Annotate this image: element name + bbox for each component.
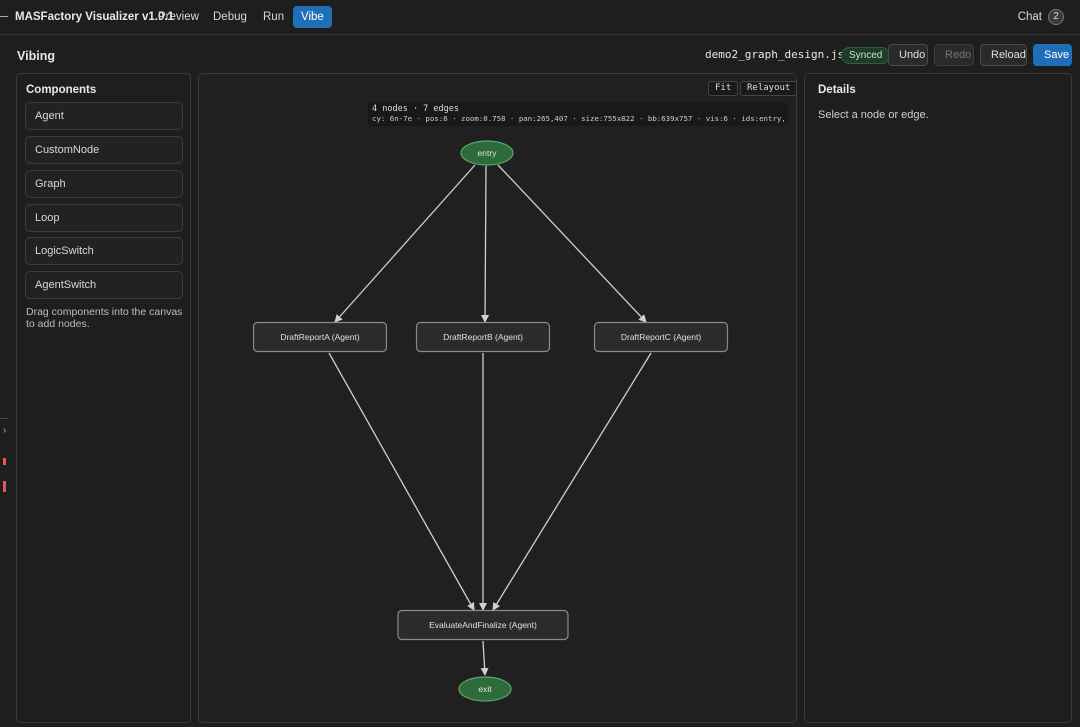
component-loop[interactable]: Loop bbox=[25, 204, 183, 232]
component-customnode[interactable]: CustomNode bbox=[25, 136, 183, 164]
graph-node-shape[interactable] bbox=[460, 140, 514, 166]
error-marker-icon bbox=[3, 458, 6, 465]
graph-node-label: entry bbox=[478, 148, 498, 158]
graph-info-summary: 4 nodes · 7 edges bbox=[372, 104, 459, 114]
tab-run[interactable]: Run bbox=[263, 11, 285, 23]
tab-vibe[interactable]: Vibe bbox=[293, 6, 332, 28]
tab-preview[interactable]: Preview bbox=[158, 11, 199, 23]
app-title: MASFactory Visualizer v1.0.1 bbox=[15, 11, 174, 23]
relayout-button[interactable]: Relayout bbox=[740, 81, 798, 96]
graph-node-exit[interactable]: exit bbox=[458, 676, 512, 702]
graph-node-label: DraftReportA (Agent) bbox=[280, 332, 360, 342]
graph-node-b[interactable]: DraftReportB (Agent) bbox=[415, 321, 551, 353]
graph-node-label: DraftReportB (Agent) bbox=[443, 332, 523, 342]
edge-c-to-eval[interactable] bbox=[492, 352, 652, 611]
save-button[interactable]: Save bbox=[1033, 44, 1072, 66]
graph-node-label: EvaluateAndFinalize (Agent) bbox=[429, 620, 537, 630]
page-title: Vibing bbox=[17, 49, 55, 63]
status-badge: Synced bbox=[841, 47, 891, 64]
components-heading: Components bbox=[26, 84, 97, 96]
reload-button[interactable]: Reload bbox=[980, 44, 1027, 66]
menu-dash-icon bbox=[0, 16, 8, 17]
graph-node-shape[interactable] bbox=[593, 321, 729, 353]
component-graph[interactable]: Graph bbox=[25, 170, 183, 198]
component-agentswitch[interactable]: AgentSwitch bbox=[25, 271, 183, 299]
details-panel: Details Select a node or edge. bbox=[804, 73, 1072, 723]
redo-button[interactable]: Redo bbox=[934, 44, 974, 66]
components-hint: Drag components into the canvas to add n… bbox=[26, 306, 183, 330]
chevron-right-icon[interactable]: › bbox=[3, 425, 7, 436]
component-agent[interactable]: Agent bbox=[25, 102, 183, 130]
chat-label: Chat bbox=[1017, 11, 1042, 23]
undo-button[interactable]: Undo bbox=[888, 44, 928, 66]
graph-node-label: exit bbox=[478, 684, 492, 694]
graph-node-shape[interactable] bbox=[458, 676, 512, 702]
edge-entry-to-a[interactable] bbox=[334, 164, 476, 323]
fit-button[interactable]: Fit bbox=[708, 81, 739, 96]
graph-node-a[interactable]: DraftReportA (Agent) bbox=[252, 321, 388, 353]
chat-button[interactable]: Chat 2 bbox=[1018, 9, 1064, 25]
graph-node-c[interactable]: DraftReportC (Agent) bbox=[593, 321, 729, 353]
graph-info-debug: cy: 6n-7e · pos:6 · zoom:0.758 · pan:265… bbox=[372, 114, 784, 123]
graph-node-label: DraftReportC (Agent) bbox=[621, 332, 701, 342]
graph-node-eval[interactable]: EvaluateAndFinalize (Agent) bbox=[397, 609, 569, 641]
top-bar: MASFactory Visualizer v1.0.1 Preview Deb… bbox=[0, 0, 1080, 35]
graph-node-shape[interactable] bbox=[415, 321, 551, 353]
side-divider bbox=[0, 418, 9, 419]
components-panel: Components Agent CustomNode Graph Loop L… bbox=[16, 73, 191, 723]
graph-node-entry[interactable]: entry bbox=[460, 140, 514, 166]
error-marker-icon bbox=[3, 481, 6, 492]
details-hint: Select a node or edge. bbox=[818, 109, 929, 121]
file-name: demo2_graph_design.json bbox=[705, 48, 858, 61]
tab-debug[interactable]: Debug bbox=[213, 11, 247, 23]
chat-count-badge: 2 bbox=[1048, 9, 1064, 25]
graph-node-shape[interactable] bbox=[397, 609, 569, 641]
details-heading: Details bbox=[818, 84, 856, 96]
edge-eval-to-exit[interactable] bbox=[480, 640, 489, 676]
edge-entry-to-c[interactable] bbox=[497, 164, 647, 323]
graph-info-box: 4 nodes · 7 edges cy: 6n-7e · pos:6 · zo… bbox=[368, 102, 788, 126]
component-logicswitch[interactable]: LogicSwitch bbox=[25, 237, 183, 265]
edge-entry-to-b[interactable] bbox=[481, 165, 490, 323]
edge-a-to-eval[interactable] bbox=[328, 352, 475, 611]
graph-node-shape[interactable] bbox=[252, 321, 388, 353]
